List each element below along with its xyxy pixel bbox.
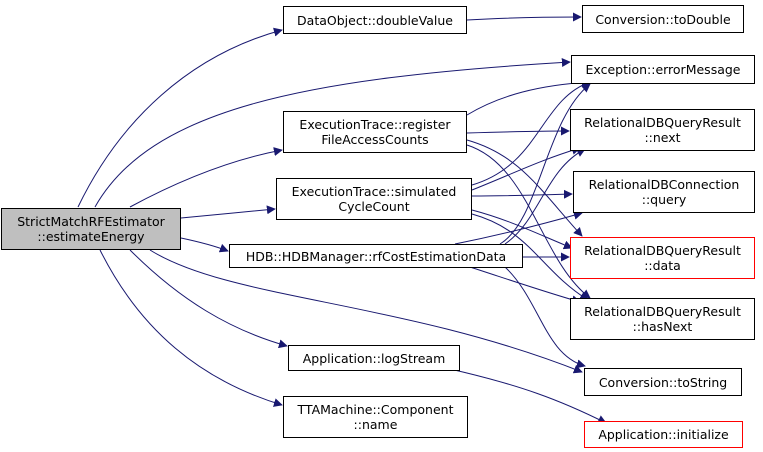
edge-simulated-query <box>471 189 573 199</box>
edge-root-logStream <box>129 249 288 349</box>
edge-root-errorMessage <box>94 57 571 208</box>
edge-register-data <box>466 139 583 237</box>
node-application-initialize[interactable]: Application::initialize <box>584 421 743 448</box>
edge-register-next <box>466 126 570 136</box>
edge-root-register <box>129 147 283 208</box>
edge-doubleValue-toDouble <box>466 12 582 22</box>
node-relationaldbqueryresult-hasnext[interactable]: RelationalDBQueryResult::hasNext <box>570 298 755 340</box>
edge-rfCost-toString <box>504 266 586 369</box>
node-hdbmanager-rfcostestimationdata[interactable]: HDB::HDBManager::rfCostEstimationData <box>229 244 523 268</box>
edge-root-component <box>99 249 283 407</box>
edge-root-toString <box>149 249 583 374</box>
edge-logStream-initialize <box>449 368 607 424</box>
edge-simulated-next <box>471 146 581 191</box>
node-relationaldbconnection-query[interactable]: RelationalDBConnection::query <box>573 171 755 213</box>
edge-simulated-hasNext <box>471 213 589 301</box>
edge-rfCost-hasNext <box>469 266 581 305</box>
edge-rfCost-query <box>454 210 583 245</box>
node-conversion-tostring[interactable]: Conversion::toString <box>584 368 742 396</box>
edge-simulated-errorMessage <box>471 80 591 186</box>
edge-root-rfCost <box>180 237 229 253</box>
node-strictmatch-estimate-energy: StrictMatchRFEstimator::estimateEnergy <box>1 208 181 250</box>
node-application-logstream[interactable]: Application::logStream <box>288 345 460 371</box>
node-conversion-todouble[interactable]: Conversion::toDouble <box>582 5 744 33</box>
node-ttamachine-component-name[interactable]: TTAMachine::Component::name <box>283 396 468 438</box>
edge-root-simulated <box>180 205 276 219</box>
edge-register-hasNext <box>466 144 591 299</box>
node-exception-errormessage[interactable]: Exception::errorMessage <box>571 55 755 84</box>
edge-simulated-data <box>471 209 573 250</box>
node-relationaldbqueryresult-next[interactable]: RelationalDBQueryResult::next <box>570 109 755 151</box>
node-dataobject-doublevalue[interactable]: DataObject::doubleValue <box>283 6 467 34</box>
edge-root-doubleValue <box>77 27 283 208</box>
edge-rfCost-errorMessage <box>499 83 591 245</box>
edge-rfCost-next <box>504 148 586 245</box>
node-relationaldbqueryresult-data[interactable]: RelationalDBQueryResult::data <box>570 237 755 279</box>
